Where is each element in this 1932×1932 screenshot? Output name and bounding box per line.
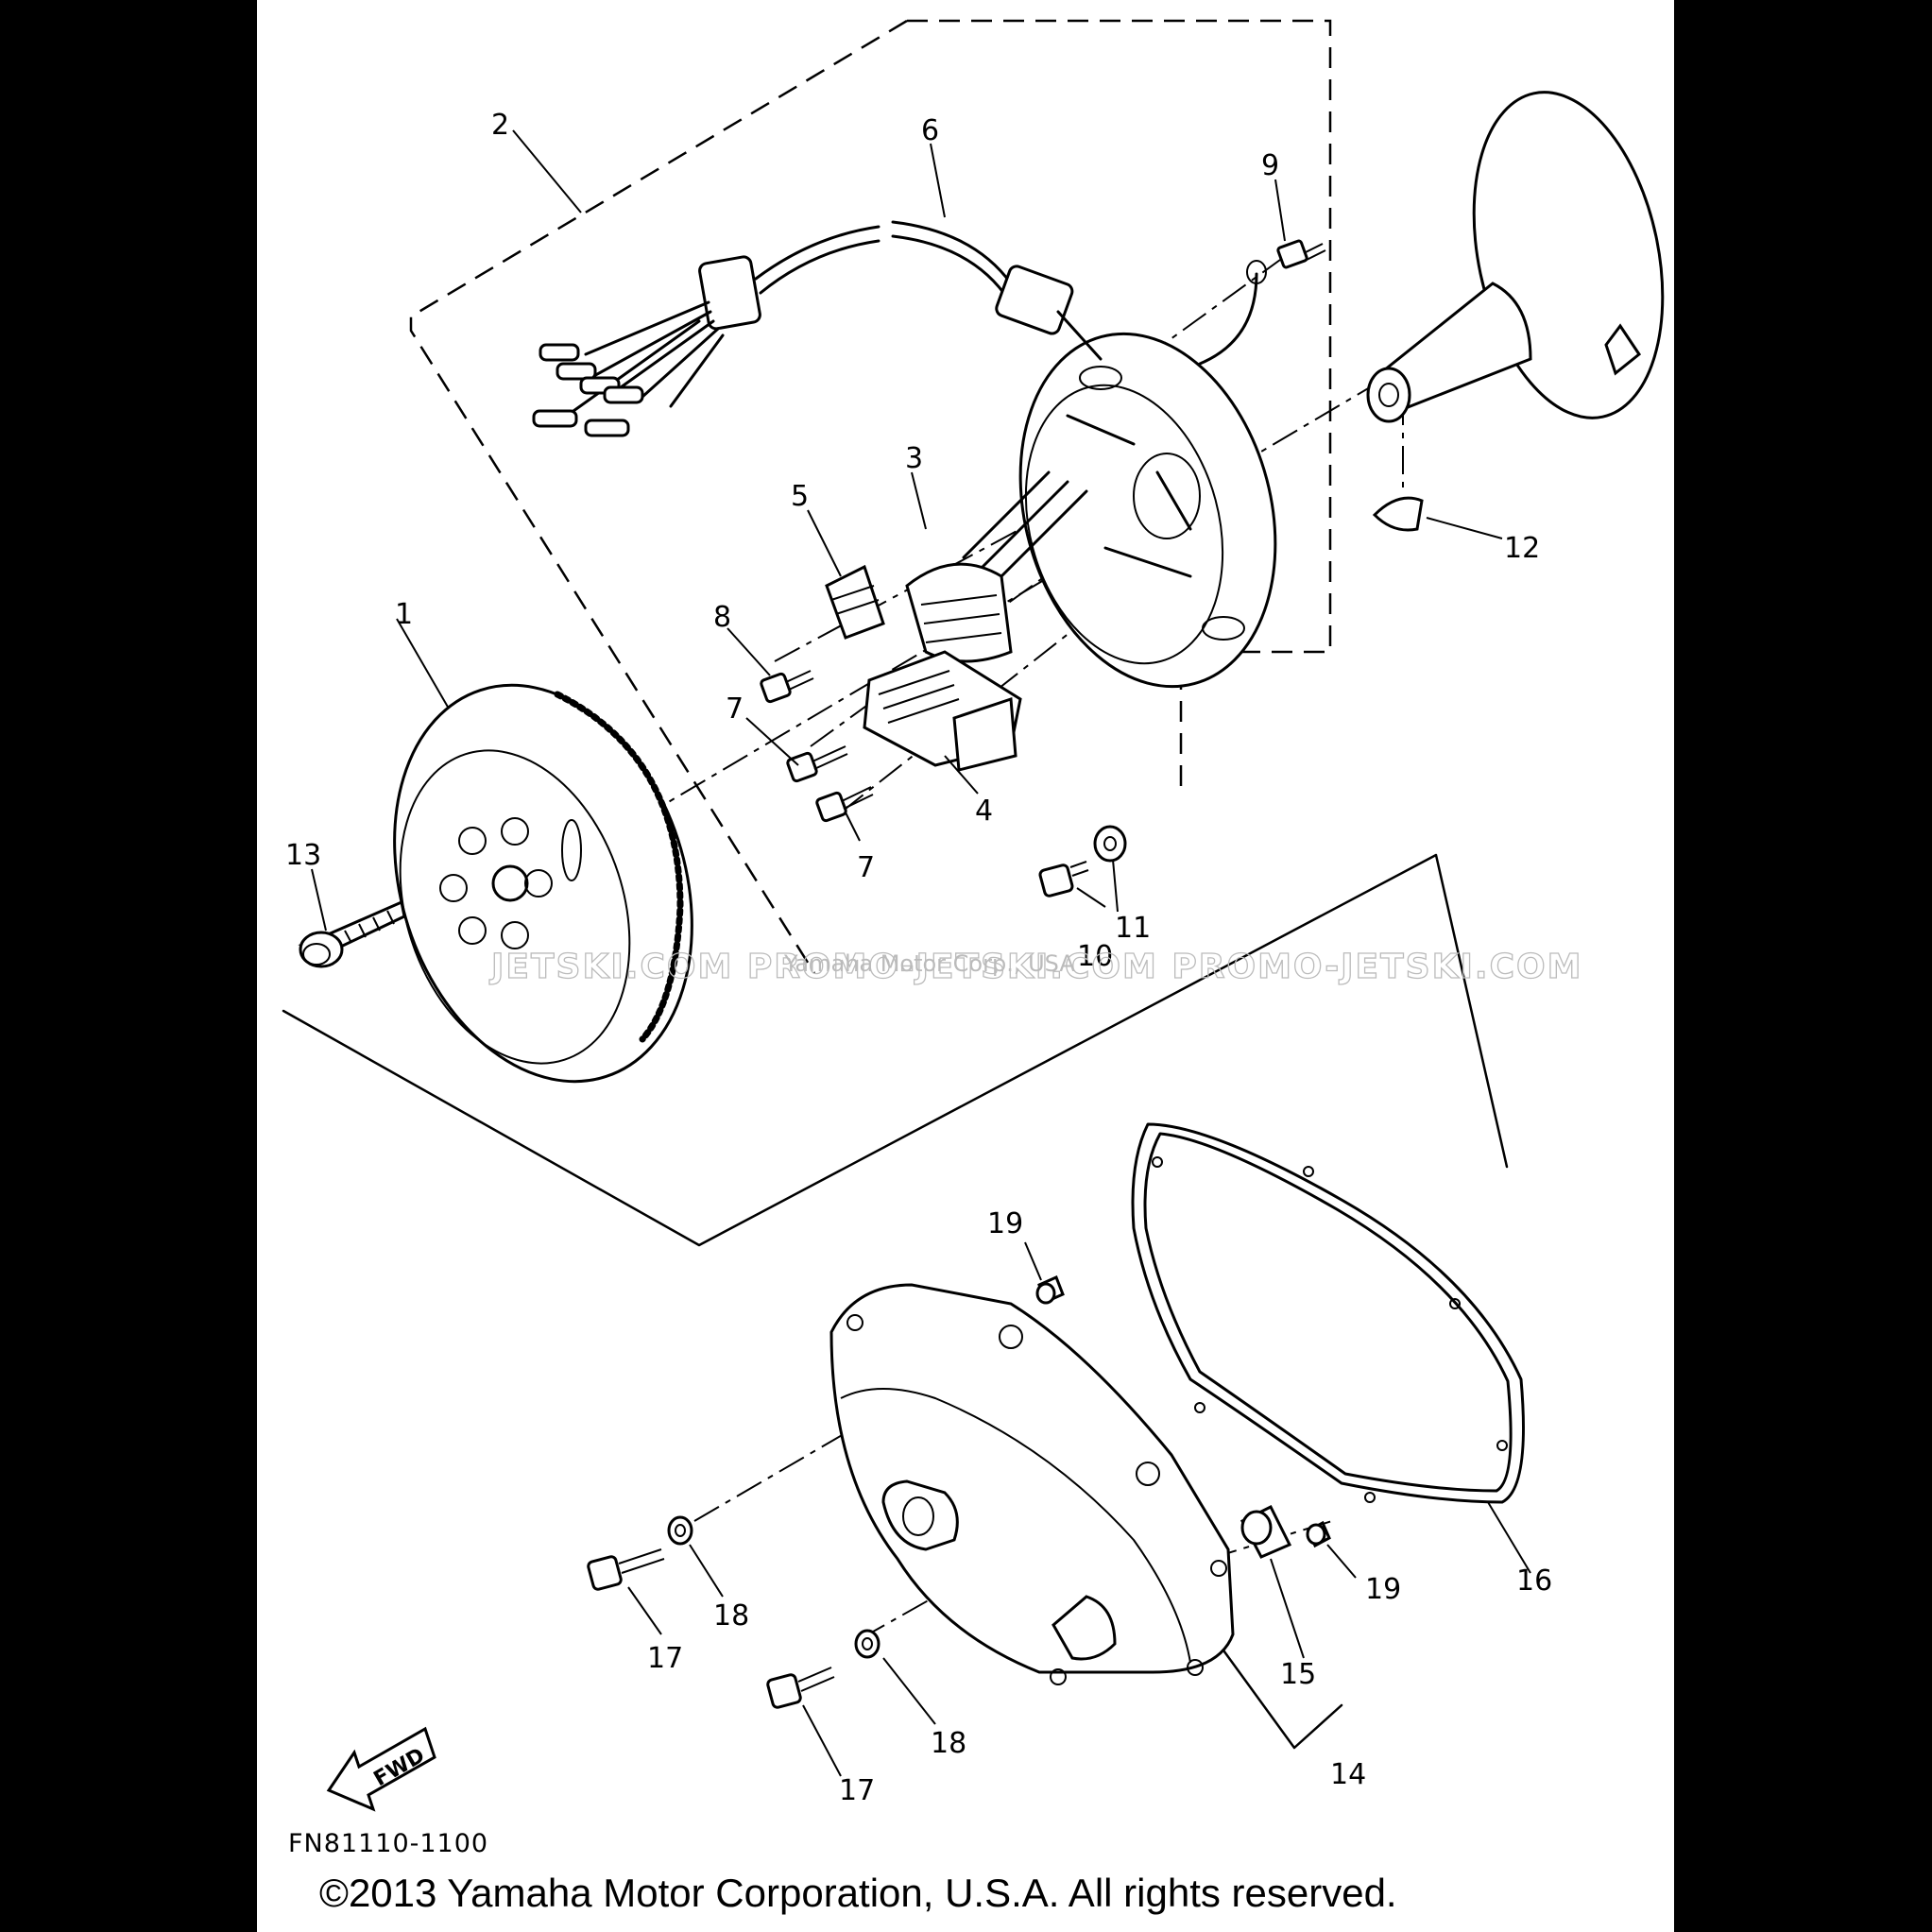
callouts: 1 2 3 4 5 6 7 7 8 9 10 11 12 13 14 15 16… — [285, 109, 1552, 1807]
callout-5: 5 — [791, 480, 809, 513]
callout-4: 4 — [975, 795, 993, 828]
washer-11 — [1093, 825, 1127, 863]
gasket — [1131, 1122, 1525, 1504]
callout-19b: 19 — [1365, 1573, 1401, 1606]
screw-9 — [1246, 239, 1326, 284]
stator-assembly-boundary — [409, 19, 1332, 974]
callout-7a: 7 — [726, 692, 744, 726]
callout-11: 11 — [1115, 912, 1151, 945]
bolt-axis-1 — [774, 528, 1021, 662]
stator-plate — [1018, 332, 1277, 689]
cover-bracket-14 — [1217, 1642, 1343, 1750]
washer-18b — [854, 1629, 881, 1659]
callout-15: 15 — [1280, 1658, 1316, 1691]
figure-code: FN81110-1100 — [288, 1829, 488, 1858]
charge-coil — [905, 470, 1088, 663]
source-coil — [863, 650, 1022, 772]
flywheel — [393, 683, 693, 1084]
callout-12: 12 — [1504, 532, 1540, 565]
callout-18b: 18 — [931, 1727, 966, 1760]
callout-1: 1 — [395, 598, 413, 631]
callout-2: 2 — [491, 109, 509, 142]
gasket-holes — [1152, 1156, 1508, 1503]
callout-19a: 19 — [987, 1207, 1023, 1240]
copyright-notice: ©2013 Yamaha Motor Corporation, U.S.A. A… — [319, 1871, 1397, 1915]
watermark-overlay: Yamaha Motor Corp., USA — [783, 950, 1075, 977]
dowel-19b — [1306, 1520, 1331, 1548]
starter-hub — [1366, 91, 1665, 423]
callout-14: 14 — [1330, 1758, 1366, 1791]
screw-8 — [760, 670, 814, 704]
callout-9: 9 — [1261, 149, 1279, 182]
collar — [1240, 1504, 1292, 1559]
callout-17b: 17 — [839, 1774, 875, 1807]
lead-wire — [532, 220, 1258, 437]
callout-10: 10 — [1077, 940, 1113, 973]
bolt-17a — [587, 1548, 665, 1591]
callout-8: 8 — [713, 601, 731, 634]
callout-7b: 7 — [857, 851, 875, 884]
flywheel-nut — [298, 899, 406, 968]
callout-16: 16 — [1516, 1564, 1552, 1598]
callout-18a: 18 — [713, 1599, 749, 1633]
screw-7b — [815, 786, 874, 823]
pulser-coil — [825, 564, 885, 640]
callout-3: 3 — [905, 442, 923, 475]
watermark: JETSKI.COM PROMO-JETSKI.COM PROMO-JETSKI… — [488, 948, 1582, 986]
callout-13: 13 — [285, 839, 321, 872]
leader-lines — [311, 129, 1531, 1777]
bolt-17b — [766, 1667, 835, 1709]
bolt-10 — [1038, 861, 1089, 898]
callout-17a: 17 — [647, 1642, 683, 1675]
callout-6: 6 — [921, 114, 939, 147]
screw-7a — [786, 745, 848, 783]
fwd-arrow: FWD — [326, 1726, 436, 1812]
cover-assembly — [829, 1283, 1235, 1685]
crank-axis — [426, 386, 1371, 946]
washer-18a — [667, 1515, 693, 1546]
flywheel-bracket — [282, 853, 1509, 1247]
woodruff-key — [1372, 496, 1424, 532]
dowel-19a — [1035, 1274, 1065, 1305]
